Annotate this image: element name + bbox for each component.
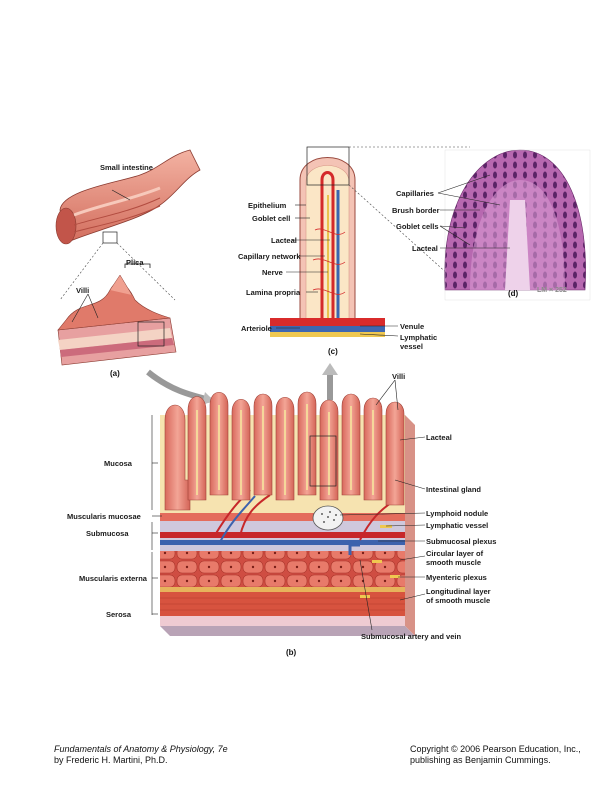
submucosal-plexus-label: Submucosal plexus [426, 537, 497, 546]
nerve-label: Nerve [262, 268, 283, 277]
zoom-guides-c-d [348, 146, 470, 286]
lacteal-label-d: Lacteal [412, 244, 438, 253]
left-leaders-b [151, 415, 162, 615]
goblet-cell-label: Goblet cell [252, 214, 291, 223]
brush-border-label: Brush border [392, 206, 440, 215]
plica-label: Plica [126, 258, 144, 267]
arteriole-label: Arteriole [241, 324, 272, 333]
lymphatic-label-2: vessel [400, 342, 423, 351]
villus-detail-illustration [270, 146, 385, 337]
villi-label-b: Villi [392, 372, 406, 381]
venule-label: Venule [400, 322, 425, 331]
lymphatic-label-1: Lymphatic [400, 333, 438, 342]
capillaries-label: Capillaries [396, 189, 434, 198]
lymphatic-vessel-label: Lymphatic vessel [426, 521, 489, 530]
lacteal-label-c: Lacteal [271, 236, 297, 245]
lamina-propria-label: Lamina propria [246, 288, 301, 297]
zoom-box-b [309, 435, 337, 487]
plica-bracket [124, 263, 151, 268]
villi-row [164, 391, 405, 511]
villi-label-a: Villi [76, 286, 90, 295]
longitudinal-layer-label-2: of smooth muscle [426, 596, 491, 605]
zoom-arrow-head-c [322, 363, 338, 375]
muscularis-mucosae-label: Muscularis mucosae [67, 512, 141, 521]
panel-a-caption: (a) [110, 369, 120, 378]
small-intestine-illustration [55, 149, 201, 245]
publisher-line: publishing as Benjamin Cummings. [410, 755, 551, 765]
villi-lacteals [196, 404, 374, 495]
lymphoid-nodule-label: Lymphoid nodule [426, 509, 489, 518]
panel-c-caption: (c) [328, 347, 338, 356]
lacteal-label-b: Lacteal [426, 433, 452, 442]
circular-layer-label-2: smooth muscle [426, 558, 482, 567]
right-leaders-b [339, 379, 426, 631]
small-intestine-label: Small intestine [100, 163, 153, 172]
magnification-label: LM × 252 [537, 287, 567, 294]
leaders-c [276, 204, 399, 337]
serosa-label: Serosa [106, 610, 132, 619]
leaders-d [437, 174, 510, 249]
submucosa-label: Submucosa [86, 529, 129, 538]
submucosal-artery-label: Submucosal artery and vein [361, 632, 462, 641]
plica-section-illustration [57, 274, 177, 366]
panel-d-caption: (d) [508, 289, 519, 298]
zoom-guides-a [59, 242, 176, 301]
circular-layer-label-1: Circular layer of [426, 549, 484, 558]
villi-leaders-a [71, 293, 99, 323]
capillary-network-label: Capillary network [238, 252, 301, 261]
micrograph-illustration [444, 149, 591, 301]
panel-b-caption: (b) [286, 648, 297, 657]
small-intestine-leader [111, 189, 131, 201]
myenteric-plexus-label: Myenteric plexus [426, 573, 487, 582]
intestinal-gland-label: Intestinal gland [426, 485, 482, 494]
goblet-cells-label: Goblet cells [396, 222, 439, 231]
mucosa-label: Mucosa [104, 459, 132, 468]
muscularis-externa-label: Muscularis externa [79, 574, 147, 583]
epithelium-label: Epithelium [248, 201, 287, 210]
zoom-arrow-a-b [146, 369, 211, 403]
copyright-line: Copyright © 2006 Pearson Education, Inc.… [410, 744, 581, 754]
longitudinal-layer-label-1: Longitudinal layer [426, 587, 491, 596]
book-title: Fundamentals of Anatomy & Physiology, 7e [54, 744, 228, 754]
author-line: by Frederic H. Martini, Ph.D. [54, 755, 168, 765]
